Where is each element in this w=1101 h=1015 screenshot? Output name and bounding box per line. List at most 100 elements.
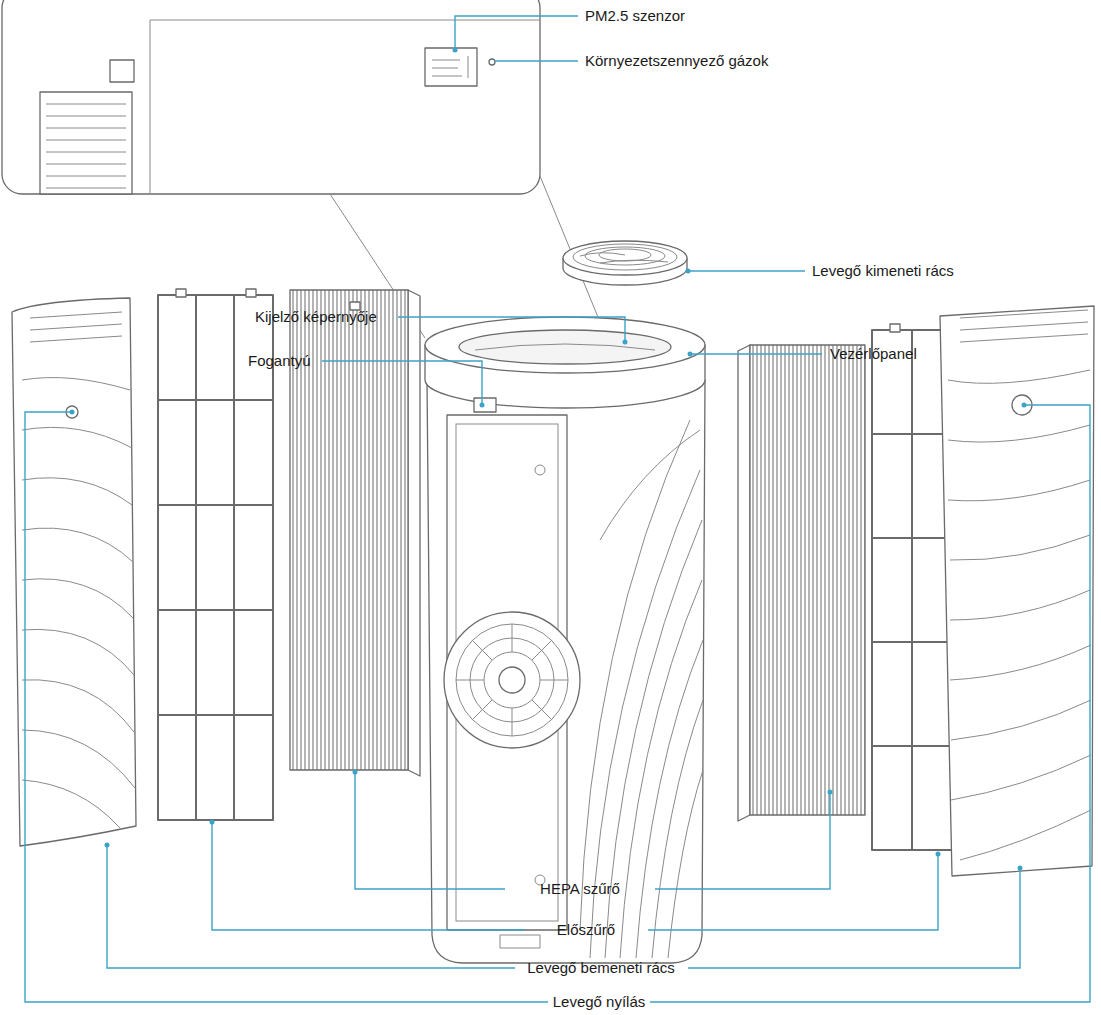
left-inlet-grille xyxy=(22,579,133,618)
pm25-sensor xyxy=(425,48,477,86)
leader-lines xyxy=(655,792,830,889)
part-label: HEPA szűrő xyxy=(540,880,620,898)
part-label: Levegő nyílás xyxy=(553,993,646,1011)
part-label: Fogantyú xyxy=(248,352,311,370)
leader-lines xyxy=(355,772,505,889)
left-prefilter xyxy=(246,289,256,297)
leader-lines xyxy=(648,854,938,930)
right-hepa-filter xyxy=(738,345,865,821)
fan xyxy=(484,652,540,708)
right-inlet-grille xyxy=(950,535,1090,560)
right-prefilter xyxy=(890,324,900,332)
left-inlet-grille xyxy=(22,780,120,828)
leader-lines xyxy=(688,868,1020,968)
right-inlet-grille xyxy=(948,425,1090,442)
purifier-body xyxy=(425,317,705,963)
leader-lines xyxy=(688,352,693,357)
sensor-inset xyxy=(2,0,540,194)
leader-lines xyxy=(690,353,822,354)
purifier-body xyxy=(636,640,703,958)
leader-lines xyxy=(25,412,548,1002)
right-inlet-grille xyxy=(950,590,1090,620)
air-outlet-grille xyxy=(573,244,677,270)
right-inlet-grille xyxy=(940,306,1094,876)
purifier-body xyxy=(475,344,655,350)
fan xyxy=(456,624,568,736)
left-inlet-grille xyxy=(12,298,136,846)
right-inlet-grille xyxy=(948,370,1090,383)
right-hepa-filter xyxy=(738,345,750,821)
leader-lines xyxy=(623,340,628,345)
sensor-inset xyxy=(2,0,540,194)
leader-lines xyxy=(686,269,691,274)
left-prefilter xyxy=(158,295,273,820)
sensor-inset xyxy=(40,92,132,194)
left-prefilter xyxy=(158,295,273,820)
left-inlet-grille xyxy=(22,730,135,788)
leader-lines xyxy=(494,60,578,61)
part-label: Környezetszennyező gázok xyxy=(585,52,768,70)
purifier-body xyxy=(620,580,702,958)
left-prefilter xyxy=(176,289,186,297)
leader-lines xyxy=(107,845,515,968)
leader-lines xyxy=(1022,403,1027,408)
right-inlet-grille xyxy=(948,480,1090,501)
sensor-inset xyxy=(150,20,151,194)
purifier-body xyxy=(427,380,705,963)
air-outlet-grille xyxy=(580,253,668,263)
fan xyxy=(456,624,568,736)
right-hepa-filter xyxy=(750,345,865,815)
leader-lines xyxy=(480,403,485,408)
purifier-body xyxy=(500,935,540,948)
left-inlet-grille xyxy=(22,427,132,448)
left-inlet-grille xyxy=(22,478,132,505)
leader-lines xyxy=(688,270,805,271)
part-label: Kijelző képernyője xyxy=(255,308,377,326)
purifier-body xyxy=(425,317,705,373)
left-inlet-grille xyxy=(12,298,136,846)
sensor-inset xyxy=(46,104,126,188)
right-inlet-grille xyxy=(960,810,1091,860)
handle xyxy=(474,398,496,412)
purifier-body xyxy=(652,700,703,958)
leader-lines xyxy=(828,790,833,795)
purifier-body xyxy=(600,430,700,540)
leader-lines xyxy=(650,405,1090,1002)
fan xyxy=(499,667,525,693)
right-inlet-grille xyxy=(951,700,1091,740)
leader-lines xyxy=(210,820,215,825)
left-inlet-grille xyxy=(22,378,130,390)
sensor-inset xyxy=(150,20,540,21)
part-label: Levegő kimeneti rács xyxy=(812,262,954,280)
leader-lines xyxy=(453,48,458,53)
leader-lines xyxy=(1018,866,1023,871)
air-outlet-grille xyxy=(563,241,687,275)
leader-lines xyxy=(322,361,482,405)
leader-lines xyxy=(70,410,75,415)
fan xyxy=(444,612,580,748)
left-inlet-grille xyxy=(22,680,134,732)
purifier-body xyxy=(580,420,690,930)
left-hepa-filter xyxy=(408,290,420,776)
left-inlet-grille xyxy=(30,312,122,342)
left-inlet-grille xyxy=(22,528,133,562)
part-label: Vezérlőpanel xyxy=(830,345,917,363)
right-inlet-grille xyxy=(951,755,1091,800)
purifier-body xyxy=(459,330,671,364)
right-inlet-grille xyxy=(950,645,1091,680)
leader-lines xyxy=(936,852,941,857)
sensor-inset xyxy=(432,56,468,78)
leader-lines xyxy=(105,843,110,848)
purifier-body xyxy=(535,465,545,475)
right-inlet-grille xyxy=(940,306,1094,876)
fan xyxy=(444,612,580,748)
sensor-inset xyxy=(110,60,134,82)
part-label: Előszűrő xyxy=(557,921,615,939)
air-outlet-grille xyxy=(585,247,665,265)
part-label: PM2.5 szenzor xyxy=(585,7,685,25)
part-label: Levegő bemeneti rács xyxy=(527,959,675,977)
leader-lines xyxy=(353,770,358,775)
